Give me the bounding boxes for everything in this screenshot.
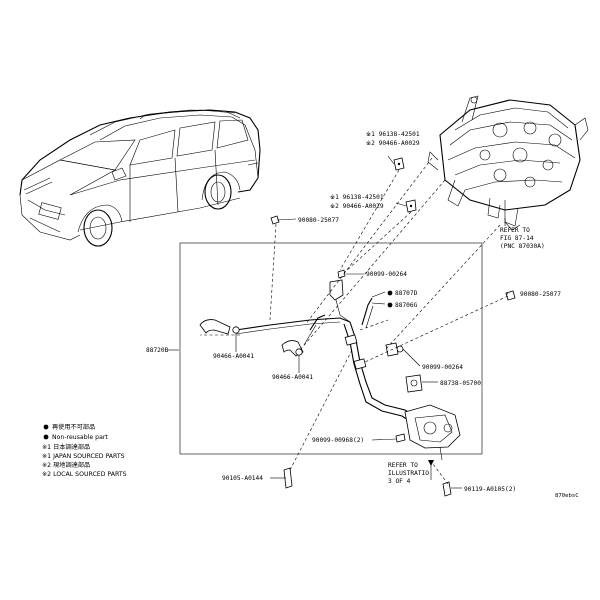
callout-assembly: 88720B	[146, 347, 169, 354]
legend-item-2: Non-reusable part	[52, 434, 108, 441]
assembly-frame	[179, 242, 483, 455]
legend-marker	[43, 434, 49, 440]
legend: 再使用不可部品 Non-reusable part ※1 日本調達部品 ※1 J…	[42, 423, 127, 478]
engine-brackets	[270, 157, 516, 497]
legend-item-3: ※1 日本調達部品	[42, 443, 90, 451]
new-part-marker	[387, 302, 393, 308]
callout-clip-right: 90099-00264	[422, 364, 463, 371]
callout-right-bolt: 90080-25077	[520, 291, 561, 298]
callout-refer-bottom-3: 3 OF 4	[388, 478, 411, 485]
callout-refer-engine-2: FIG 87-14	[500, 235, 534, 242]
leader-lines	[168, 155, 509, 489]
callout-clamp-left: 90466-A0041	[213, 353, 254, 360]
legend-marker	[43, 424, 49, 430]
callout-part-b: 88706G	[395, 302, 418, 309]
callout-top-bracket-1: ※1 96138-42501	[366, 131, 420, 138]
callout-refer-bottom-1: REFER TO	[388, 462, 418, 469]
new-part-marker	[387, 290, 393, 296]
engine-illustration	[427, 95, 589, 231]
callout-part-a: 88707D	[395, 290, 418, 297]
callout-mid-bracket-1: ※1 96138-42501	[330, 194, 384, 201]
legend-item-4: ※1 JAPAN SOURCED PARTS	[42, 453, 125, 460]
callout-labels: ※1 96138-42501 ※2 90466-A0029 ※1 96138-4…	[146, 131, 579, 499]
legend-item-1: 再使用不可部品	[52, 423, 95, 431]
callout-clamp-mid: 90466-A0041	[272, 374, 313, 381]
callout-mid-bracket-2: ※2 90466-A0029	[330, 203, 384, 210]
legend-item-6: ※2 LOCAL SOURCED PARTS	[42, 471, 127, 478]
callout-refer-engine-3: (PNC 87030A)	[500, 243, 545, 250]
callout-top-bracket-2: ※2 90466-A0029	[366, 140, 420, 147]
diagram-code: 870ebsC	[555, 493, 579, 499]
callout-clip-top: 90099-00264	[366, 271, 407, 278]
callout-refer-engine-1: REFER TO	[500, 227, 530, 234]
legend-item-5: ※2 現地調達部品	[42, 461, 90, 469]
pipe-assembly	[199, 269, 461, 461]
callout-bolt-bottom-left: 90105-A0144	[222, 475, 263, 482]
callout-bolt-bottom-right: 90119-A0105(2)	[464, 486, 516, 493]
callout-clip-bottom: 90099-00968(2)	[312, 437, 364, 444]
callout-left-bolt: 90080-25077	[298, 217, 339, 224]
callout-bracket-right: 88738-0S700	[440, 380, 481, 387]
arrow-down-icon	[428, 460, 434, 466]
callout-refer-bottom-2: ILLUSTRATIO	[388, 470, 429, 477]
vehicle-illustration	[19, 109, 261, 247]
